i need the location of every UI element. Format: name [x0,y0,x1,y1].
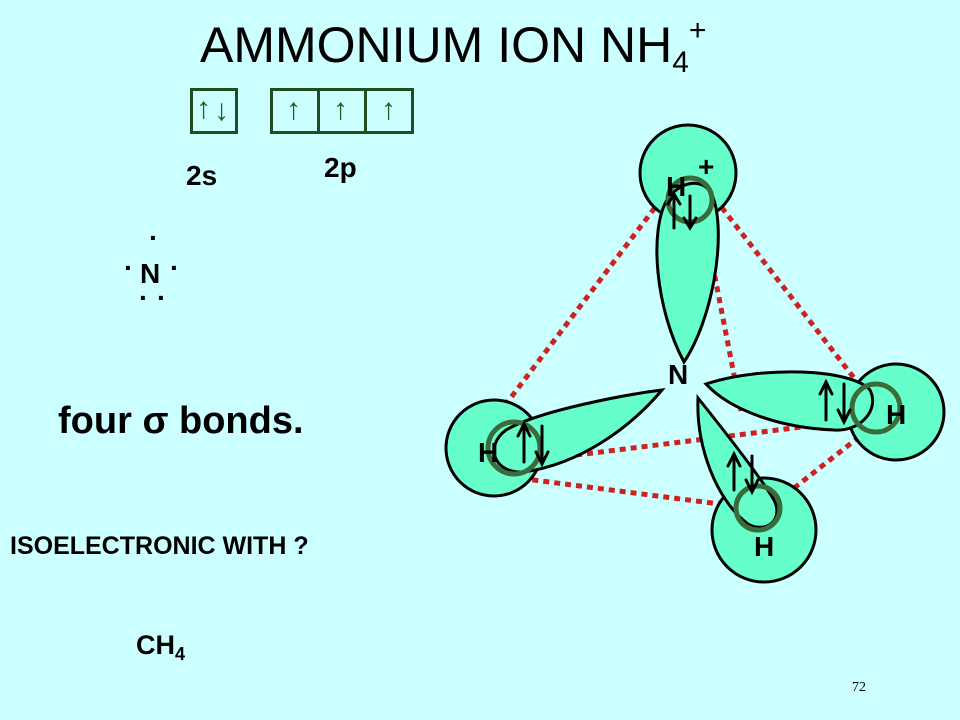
isoelectronic-question: ISOELECTRONIC WITH ? [10,532,309,560]
sigma-symbol: σ [142,400,169,442]
orbital-2p-label: 2p [324,152,357,183]
spin-up-arrow: ↑ [286,93,301,126]
orbital-2s-label: 2s [186,160,218,191]
title-superscript: + [688,14,707,47]
spin-up-arrow: ↑ [196,92,211,125]
sigma-bonds-text: four σ bonds. [58,400,304,443]
answer-main: CH [136,630,175,660]
edge-left-bottom [455,467,767,513]
bonds-suffix: bonds. [168,400,304,442]
atom-label-h-left: H [478,437,498,468]
sp3-lobe-top [655,181,720,365]
lewis-dot: · [149,222,159,253]
spin-down-arrow: ↓ [214,94,229,127]
spin-up-arrow: ↑ [381,93,396,126]
bonds-prefix: four [58,400,143,442]
slide-title: AMMONIUM ION NH4+ [200,14,706,80]
title-subscript: 4 [672,46,689,79]
answer-subscript: 4 [175,644,186,664]
title-main: AMMONIUM ION NH [200,17,673,73]
lewis-dot: · [139,282,149,313]
orbital-2p-box-3 [364,88,414,134]
spin-up-arrow: ↑ [333,93,348,126]
overlap-ring-right [849,381,903,435]
sp3-lobe-right [703,370,874,432]
atom-label-h-top: H [666,171,686,202]
lewis-dot: · [124,252,134,283]
orbital-2s-box [190,88,238,134]
atom-label-h-right: H [886,399,906,430]
electron-pair-left [516,420,550,468]
lewis-dot: · [170,252,180,283]
electron-pair-top [666,191,698,231]
lewis-nitrogen-symbol: N [140,258,161,289]
atom-label-h-bottom: H [754,531,774,562]
overlap-ring-bottom [733,483,783,533]
answer-formula: CH4 [136,630,185,665]
atom-label-n: N [668,359,688,390]
lewis-dot: · [157,282,167,313]
electron-pair-right [818,378,852,426]
electron-pair-bottom [726,450,760,496]
overlap-ring-left [485,419,543,477]
charge-label: + [698,151,714,182]
page-number: 72 [852,680,866,695]
